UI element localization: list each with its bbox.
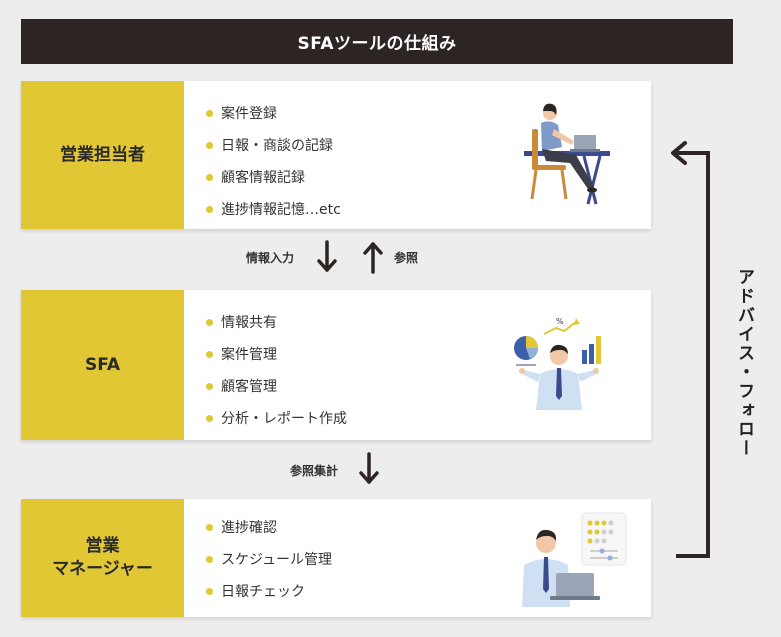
bullet-dot [206, 523, 213, 531]
bullet-dot [206, 555, 213, 563]
list-item: 顧客管理 [206, 370, 347, 402]
item-label: 情報共有 [221, 315, 277, 331]
side-label-advice-follow: アドバイス・フォロー [734, 268, 754, 458]
list-item: 情報共有 [206, 306, 347, 338]
arrow-up-icon [363, 242, 383, 274]
item-label: 日報チェック [221, 584, 305, 600]
list-item: 日報チェック [206, 575, 332, 607]
card-body: 情報共有 案件管理 顧客管理 分析・レポート作成 % [184, 290, 651, 440]
bullet-dot [206, 414, 213, 422]
manager-at-laptop-illustration [522, 512, 627, 607]
item-label: 進捗確認 [221, 520, 277, 536]
bullet-dot [206, 141, 213, 149]
item-list: 案件登録 日報・商談の記録 顧客情報記録 進捗情報記憶…etc [206, 97, 341, 225]
list-item: スケジュール管理 [206, 543, 332, 575]
role-line: 営業 [85, 536, 120, 557]
card-sales-manager: 営業 マネージャー 進捗確認 スケジュール管理 日報チェック [21, 499, 651, 617]
item-list: 進捗確認 スケジュール管理 日報チェック [206, 511, 332, 607]
bullet-dot [206, 382, 213, 390]
arrow-down-icon [359, 452, 379, 484]
role-sales-rep: 営業担当者 [21, 81, 184, 229]
list-item: 進捗情報記憶…etc [206, 193, 341, 225]
flow-label-aggregate: 参照集計 [290, 464, 339, 478]
item-label: 日報・商談の記録 [221, 138, 333, 154]
diagram-title: SFAツールの仕組み [21, 19, 733, 64]
item-list: 情報共有 案件管理 顧客管理 分析・レポート作成 [206, 306, 347, 434]
card-sfa: SFA 情報共有 案件管理 顧客管理 分析・レポート作成 % [21, 290, 651, 440]
item-label: 分析・レポート作成 [221, 411, 347, 427]
item-label: 進捗情報記憶…etc [221, 202, 341, 218]
card-sales-rep: 営業担当者 案件登録 日報・商談の記録 顧客情報記録 進捗情報記憶…etc [21, 81, 651, 229]
role-sales-manager: 営業 マネージャー [21, 499, 184, 617]
item-label: 案件管理 [221, 347, 277, 363]
woman-at-laptop-illustration [524, 103, 610, 205]
item-label: 案件登録 [221, 106, 277, 122]
bullet-dot [206, 173, 213, 181]
list-item: 日報・商談の記録 [206, 129, 341, 161]
bullet-dot [206, 350, 213, 358]
item-label: 顧客情報記録 [221, 170, 305, 186]
bullet-dot [206, 205, 213, 213]
list-item: 顧客情報記録 [206, 161, 341, 193]
list-item: 分析・レポート作成 [206, 402, 347, 434]
bullet-dot [206, 587, 213, 595]
arrow-down-icon [317, 240, 337, 272]
flow-label-reference: 参照 [394, 251, 419, 265]
man-with-charts-illustration: % [514, 317, 601, 410]
bullet-dot [206, 109, 213, 117]
list-item: 案件登録 [206, 97, 341, 129]
flow-label-input: 情報入力 [246, 251, 295, 265]
feedback-loop-arrow-icon [671, 141, 710, 558]
bullet-dot [206, 318, 213, 326]
item-label: 顧客管理 [221, 379, 277, 395]
svg-text:%: % [556, 317, 564, 326]
list-item: 案件管理 [206, 338, 347, 370]
card-body: 進捗確認 スケジュール管理 日報チェック [184, 499, 651, 617]
item-label: スケジュール管理 [221, 552, 333, 568]
role-line: マネージャー [52, 559, 153, 579]
list-item: 進捗確認 [206, 511, 332, 543]
role-sfa: SFA [21, 290, 184, 440]
card-body: 案件登録 日報・商談の記録 顧客情報記録 進捗情報記憶…etc [184, 81, 651, 229]
